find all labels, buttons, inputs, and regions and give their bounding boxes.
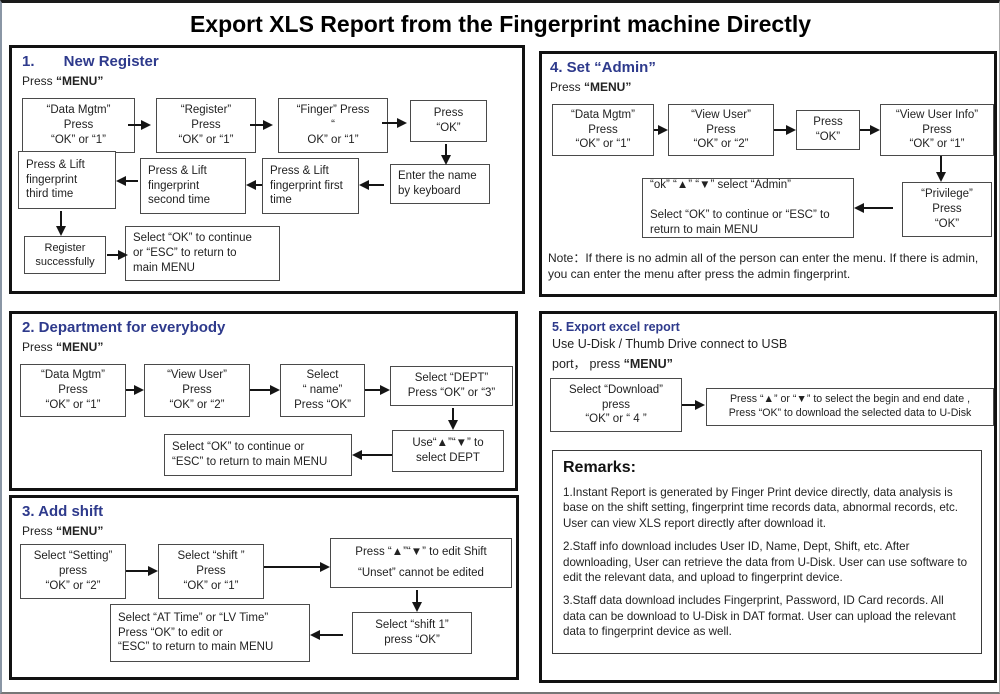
flow-arrow <box>365 384 390 395</box>
flow-box-view-user: “View User” Press “OK” or “2” <box>668 104 774 156</box>
flow-box-select-admin: “ok” “▲” “▼” select “Admin” Select “OK” … <box>642 178 854 238</box>
flow-box-shift-1: Select “shift 1” press “OK” <box>352 612 472 654</box>
flow-box-select-dates: Press “▲” or “▼” to select the begin and… <box>706 388 994 426</box>
flow-box-view-user-info: “View User Info” Press “OK” or “1” <box>880 104 994 156</box>
flow-arrow <box>352 449 392 460</box>
flow-arrow <box>359 179 384 190</box>
section-heading: 2. Department for everybody <box>22 319 226 336</box>
usb-instruction-line1: Use U-Disk / Thumb Drive connect to USB <box>552 337 788 351</box>
flow-arrow <box>126 384 144 395</box>
flow-box-register-success: Register successfully <box>24 236 106 274</box>
flow-box-edit-shift: Press “▲”“▼” to edit Shift “Unset” canno… <box>330 538 512 588</box>
flow-arrow <box>382 117 407 128</box>
flow-box-at-lv-time: Select “AT Time” or “LV Time” Press “OK”… <box>110 604 310 662</box>
flow-arrow <box>250 119 273 130</box>
flow-arrow <box>440 144 451 165</box>
section-heading: 4. Set “Admin” <box>550 59 656 76</box>
flow-box-privilege: “Privilege” Press “OK” <box>902 182 992 237</box>
section-heading: 1. New Register <box>22 53 159 70</box>
section-heading: 3. Add shift <box>22 503 104 520</box>
panel-export-excel: 5. Export excel report Use U-Disk / Thum… <box>539 311 997 683</box>
flow-arrow <box>55 211 66 236</box>
panel-new-register: 1. New Register Press “MENU” “Data Mgtm”… <box>9 45 525 294</box>
flow-box-select-shift: Select “shift ” Press “OK” or “1” <box>158 544 264 599</box>
flow-box-finger: “Finger” Press “ OK” or “1” <box>278 98 388 153</box>
flow-arrow <box>246 179 262 190</box>
flow-arrow <box>310 629 343 640</box>
flow-box-ok-continue: Select “OK” to continue or “ESC” to retu… <box>164 434 352 476</box>
flow-box-data-mgtm: “Data Mgtm” Press “OK” or “1” <box>22 98 135 153</box>
flow-arrow <box>128 119 151 130</box>
flow-arrow <box>447 408 458 430</box>
flow-box-select-name: Select “ name” Press “OK” <box>280 364 365 417</box>
section-heading: 5. Export excel report <box>552 320 680 334</box>
panel-department: 2. Department for everybody Press “MENU”… <box>9 311 518 491</box>
flow-box-enter-name: Enter the name by keyboard <box>390 164 490 204</box>
flow-box-press-ok: Press “OK” <box>796 110 860 150</box>
flow-arrow <box>250 384 280 395</box>
flow-arrow <box>126 565 158 576</box>
flow-arrow <box>411 590 422 612</box>
flow-arrow <box>682 399 705 410</box>
admin-note: Note：If there is no admin all of the per… <box>548 251 979 282</box>
remark-item-2: 2.Staff info download includes User ID, … <box>563 540 968 585</box>
flow-arrow <box>116 175 138 186</box>
flow-box-ok-continue: Select “OK” to continue or “ESC” to retu… <box>125 226 280 281</box>
flow-arrow <box>774 124 796 135</box>
flow-arrow <box>264 561 330 572</box>
press-menu-line: Press “MENU” <box>22 340 104 354</box>
flow-arrow <box>935 156 946 182</box>
press-menu-line: Press “MENU” <box>550 80 632 94</box>
usb-instruction-line2: port， press “MENU” <box>552 357 673 371</box>
remark-item-3: 3.Staff data download includes Fingerpri… <box>563 594 956 639</box>
flow-arrow <box>654 124 668 135</box>
flow-box-fingerprint-first: Press & Lift fingerprint first time <box>262 158 359 214</box>
press-menu-line: Press “MENU” <box>22 524 104 538</box>
flow-box-select-setting: Select “Setting” press “OK” or “2” <box>20 544 126 599</box>
flow-box-select-dept: Select “DEPT” Press “OK” or “3” <box>390 366 513 406</box>
flow-box-fingerprint-third: Press & Lift fingerprint third time <box>18 151 116 209</box>
remarks-box: Remarks: 1.Instant Report is generated b… <box>552 450 982 654</box>
flow-arrow <box>860 124 880 135</box>
press-menu-line: Press “MENU” <box>22 74 104 88</box>
flow-box-register: “Register” Press “OK” or “1” <box>156 98 256 153</box>
flow-box-fingerprint-second: Press & Lift fingerprint second time <box>140 158 246 214</box>
panel-add-shift: 3. Add shift Press “MENU” Select “Settin… <box>9 495 519 680</box>
flow-box-select-download: Select “Download” press “OK” or “ 4 ” <box>550 378 682 432</box>
flow-box-view-user: “View User” Press “OK” or “2” <box>144 364 250 417</box>
flow-box-data-mgtm: “Data Mgtm” Press “OK” or “1” <box>20 364 126 417</box>
flow-arrow <box>854 202 893 213</box>
flow-box-press-ok: Press “OK” <box>410 100 487 142</box>
flow-arrow <box>107 249 128 260</box>
page-title: Export XLS Report from the Fingerprint m… <box>189 11 812 37</box>
panel-set-admin: 4. Set “Admin” Press “MENU” “Data Mgtm” … <box>539 51 997 297</box>
flow-box-use-arrows: Use“▲”“▼” to select DEPT <box>392 430 504 472</box>
remark-item-1: 1.Instant Report is generated by Finger … <box>563 486 959 530</box>
remarks-title: Remarks: <box>563 459 636 476</box>
flow-box-data-mgtm: “Data Mgtm” Press “OK” or “1” <box>552 104 654 156</box>
